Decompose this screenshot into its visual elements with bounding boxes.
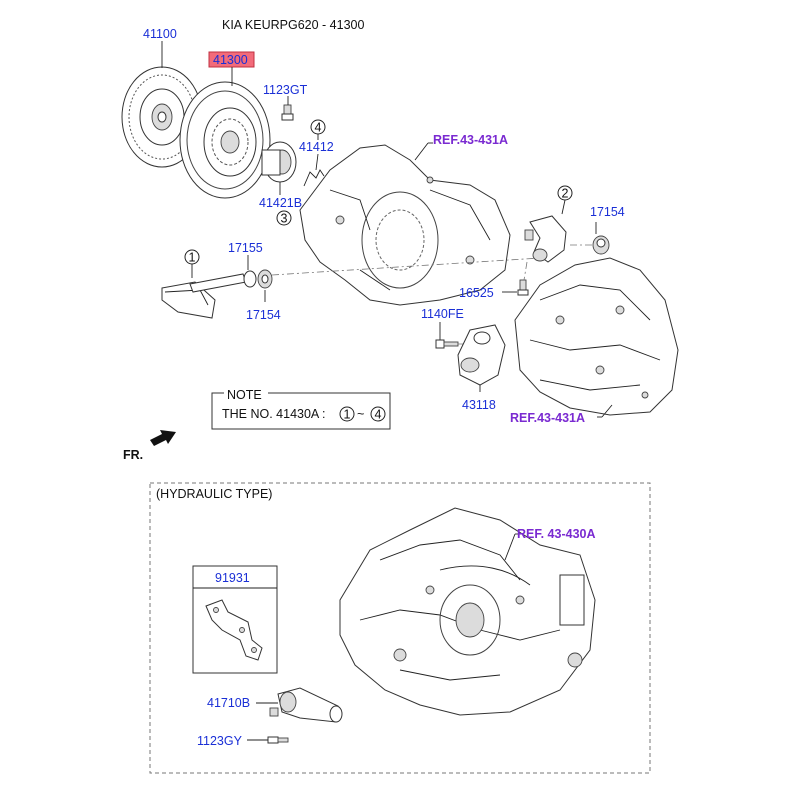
note-from: 1: [344, 408, 351, 422]
hydraulic-heading: (HYDRAULIC TYPE): [156, 487, 272, 501]
part-label-41100[interactable]: 41100: [143, 27, 177, 41]
fork-shaft[interactable]: [189, 273, 247, 293]
ref-label-2[interactable]: REF.43-431A: [510, 411, 585, 425]
part-label-41300[interactable]: 41300: [213, 53, 248, 67]
part-label-41412[interactable]: 41412: [299, 140, 334, 154]
note-heading: NOTE: [227, 388, 262, 402]
svg-text:2: 2: [562, 187, 569, 201]
diagram-title: KIA KEURPG620 - 41300: [222, 18, 364, 32]
retainer-clip[interactable]: [303, 169, 325, 187]
part-label-43118[interactable]: 43118: [462, 398, 496, 412]
note-sep: ~: [357, 407, 364, 421]
bushing-17154-left[interactable]: [257, 269, 273, 289]
note-box: NOTE THE NO. 41430A : 1 ~ 4: [211, 386, 391, 430]
pressure-plate[interactable]: [179, 81, 271, 199]
bolt-16525[interactable]: [517, 279, 529, 296]
transmission-housing-upper[interactable]: [299, 144, 511, 306]
highlight-box: [208, 51, 255, 68]
part-label-91931[interactable]: 91931: [215, 571, 250, 585]
release-bearing[interactable]: [261, 141, 297, 183]
bolt-1123gt[interactable]: [281, 104, 294, 121]
ref-label-3[interactable]: REF. 43-430A: [517, 527, 596, 541]
slave-cylinder-41710b[interactable]: [269, 687, 343, 723]
front-arrow-icon: [150, 430, 176, 446]
part-label-16525[interactable]: 16525: [459, 286, 494, 300]
bushing-17154-right[interactable]: [592, 235, 610, 255]
bracket-43118[interactable]: [457, 324, 506, 386]
pipe-bracket-91931[interactable]: [205, 599, 263, 661]
transmission-case-lower[interactable]: [514, 257, 679, 416]
note-text: THE NO. 41430A :: [222, 407, 326, 421]
part-label-17154-lower[interactable]: 17154: [246, 308, 281, 322]
svg-text:4: 4: [315, 121, 322, 135]
part-label-41421b[interactable]: 41421B: [259, 196, 302, 210]
hydraulic-section-frame: [149, 482, 651, 774]
bushing-17155[interactable]: [243, 270, 257, 288]
fork-lever[interactable]: [524, 215, 567, 263]
bolt-1140fe[interactable]: [435, 339, 459, 349]
note-to: 4: [375, 408, 382, 422]
part-label-1123gt[interactable]: 1123GT: [263, 83, 308, 97]
callout-3: [276, 210, 292, 226]
part-label-1123gy[interactable]: 1123GY: [197, 734, 243, 748]
part-label-1140fe[interactable]: 1140FE: [421, 307, 464, 321]
svg-text:1: 1: [189, 251, 196, 265]
part-label-17154-upper[interactable]: 17154: [590, 205, 625, 219]
clutch-disc[interactable]: [121, 66, 203, 168]
part-label-41710b[interactable]: 41710B: [207, 696, 250, 710]
ref-label-1[interactable]: REF.43-431A: [433, 133, 508, 147]
transmission-hydraulic[interactable]: [339, 507, 596, 716]
front-indicator: FR.: [123, 448, 143, 462]
svg-text:3: 3: [281, 212, 288, 226]
bolt-1123gy[interactable]: [267, 736, 289, 744]
part-label-17155[interactable]: 17155: [228, 241, 263, 255]
